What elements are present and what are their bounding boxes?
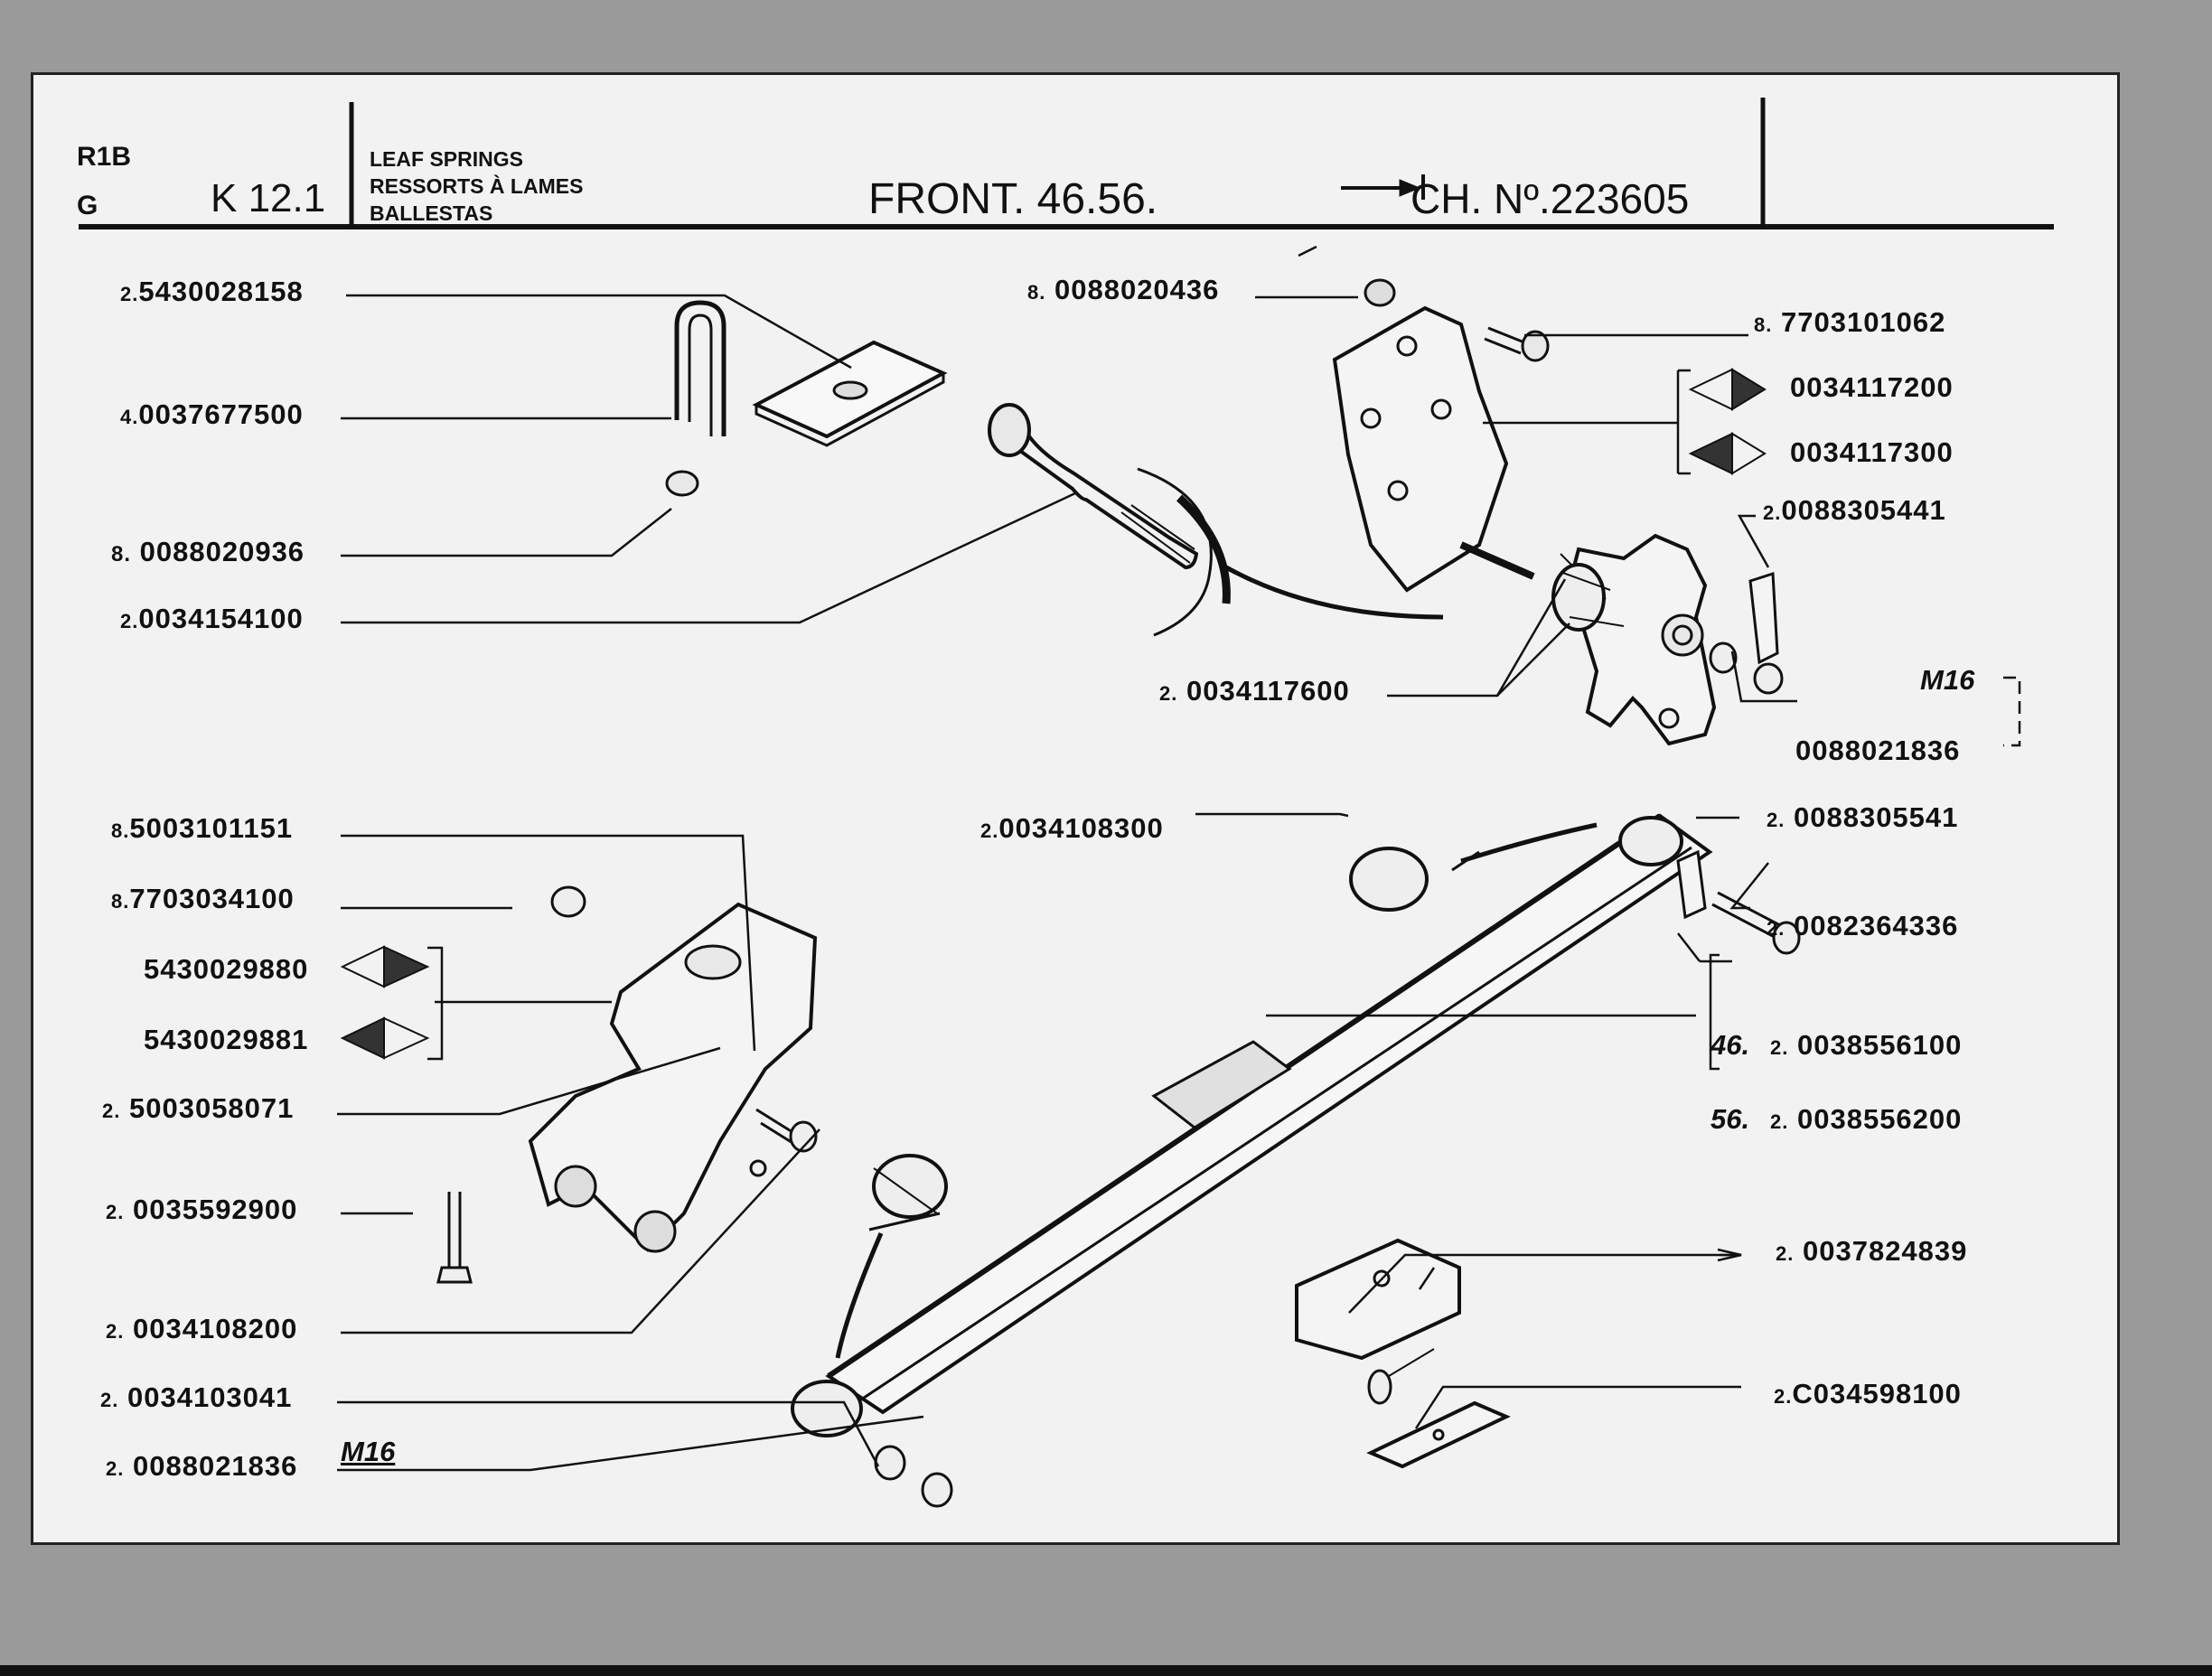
u-bolt-assembly (665, 300, 948, 497)
spacer-block (1295, 1238, 1461, 1361)
bush-108200 (872, 1154, 948, 1219)
part-label: 8. 0088020436 (1027, 274, 1220, 305)
part-label: 0088021836 (1795, 735, 1961, 766)
part-label: 8.5003101151 (111, 812, 294, 844)
parts-sheet: R1B G K 12.1 LEAF SPRINGS RESSORTS À LAM… (31, 72, 2120, 1545)
part-label: 5430029880 (144, 953, 309, 985)
part-label: 2.C034598100 (1774, 1378, 1962, 1409)
triangle-left-117300 (1688, 432, 1767, 475)
part-label: 2. 0034108200 (106, 1313, 298, 1344)
model-title: FRONT. 46.56. (868, 175, 1158, 223)
bottom-bar (0, 1665, 2212, 1676)
part-label: 4.0037677500 (120, 398, 304, 430)
part-label: 2.0034108300 (980, 812, 1164, 844)
code-bottom: G (77, 191, 98, 220)
part-label: 8.7703034100 (111, 883, 295, 914)
part-label: 0034117300 (1790, 436, 1954, 468)
variant-56: 56. (1711, 1103, 1750, 1135)
part-label: 2. 0034117600 (1159, 675, 1350, 707)
section-code: K 12.1 (211, 176, 326, 220)
part-label: 0034117200 (1790, 371, 1954, 403)
leaf-spring (791, 813, 1713, 1437)
triangle-left-29881 (340, 1016, 430, 1060)
variant-46: 46. (1711, 1029, 1750, 1061)
part-label: 8. 0088020936 (111, 536, 305, 567)
clip-305441 (1748, 571, 1779, 665)
part-label: 2.5430028158 (120, 276, 304, 307)
part-label: 2. 0088305541 (1767, 801, 1959, 833)
part-label: 8. 7703101062 (1754, 306, 1946, 338)
base-plate (1366, 1400, 1511, 1469)
front-hanger (1332, 278, 1550, 593)
part-label: 5430029881 (144, 1024, 309, 1055)
m16-mark-bottom: M16 (341, 1436, 396, 1467)
part-label: 2. 0038556100 (1770, 1029, 1963, 1061)
bush-108300 (1349, 847, 1429, 912)
part-label: 2.0034154100 (120, 603, 304, 634)
title-es: BALLESTAS (370, 201, 493, 225)
part-label: 2. 0038556200 (1770, 1103, 1963, 1135)
part-label: 2. 0035592900 (106, 1194, 298, 1225)
code-top: R1B (77, 142, 132, 172)
dowel (1367, 1369, 1392, 1405)
part-label: 2. 0037824839 (1776, 1235, 1968, 1267)
part-label: 2.0088305441 (1763, 494, 1946, 526)
title-en: LEAF SPRINGS (370, 147, 523, 171)
front-pin (988, 403, 1231, 637)
rear-hanger (528, 885, 818, 1253)
chassis-number: CH. Nº.223605 (1411, 175, 1690, 222)
triangle-right-29880 (340, 945, 430, 988)
part-label: 2. 0034103041 (100, 1381, 293, 1413)
part-label: 2. 0082364336 (1767, 910, 1959, 941)
m16-mark-right: M16 (1920, 664, 1975, 696)
part-label: 2. 0088021836 (106, 1450, 298, 1482)
exploded-diagram (79, 98, 2054, 1508)
shackle-bracket-right (1567, 533, 1784, 746)
part-label: 2. 5003058071 (102, 1092, 295, 1124)
plate-305541 (1676, 849, 1707, 920)
title-fr: RESSORTS À LAMES (370, 174, 584, 198)
triangle-right-117200 (1688, 368, 1767, 411)
bush-117600 (1551, 553, 1625, 632)
